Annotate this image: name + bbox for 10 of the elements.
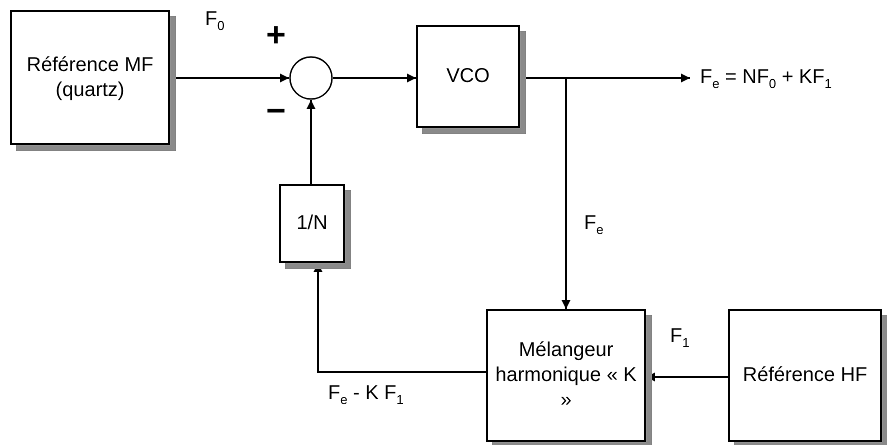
sign-label: +: [266, 18, 286, 52]
arrow: [306, 100, 316, 184]
edge-label: F$_{1}$: [670, 325, 690, 350]
arrow: [333, 74, 416, 82]
edge-label: F$_{e}$: [584, 212, 604, 237]
sign-label: −: [266, 94, 286, 128]
edge-label: F$_{0}$: [205, 8, 224, 33]
output-formula: F$_{e}$ = NF$_{0}$ + KF$_{1}$: [700, 66, 832, 90]
summing-junction: [289, 56, 333, 100]
edge-label: F$_{e}$ - K F$_{1}$: [328, 382, 404, 407]
